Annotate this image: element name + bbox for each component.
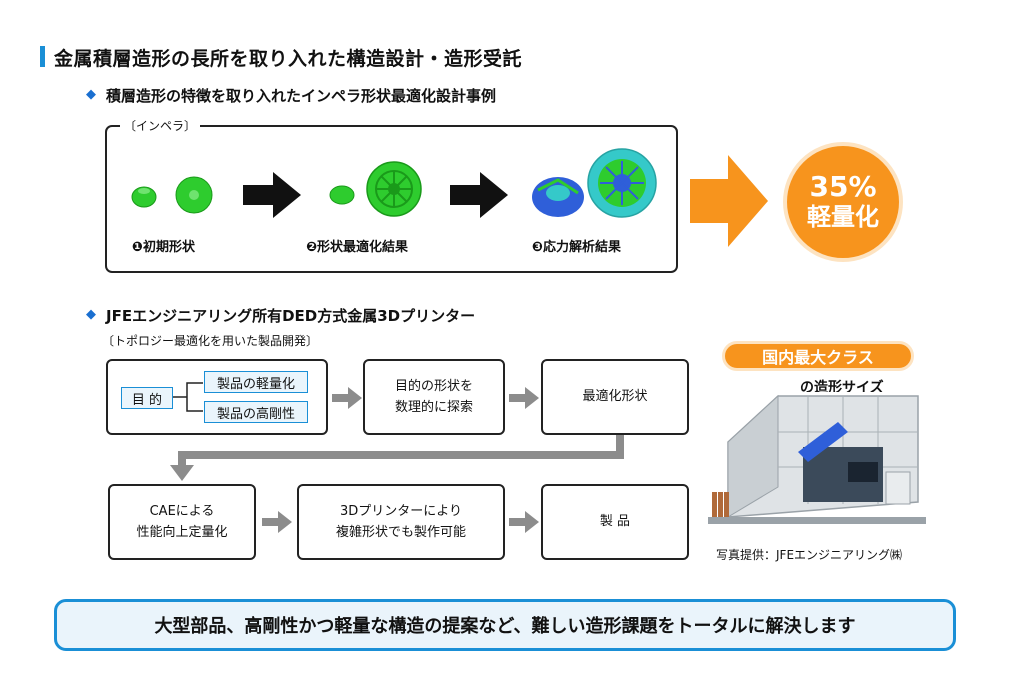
gray-arrow-icon xyxy=(262,511,292,533)
step-caption-optimized: ❷形状最適化結果 xyxy=(306,240,409,255)
shape-search-line2: 数理的に探索 xyxy=(394,400,473,415)
shape-search-line1: 目的の形状を xyxy=(394,378,473,394)
weight-reduction-percent: 35% xyxy=(809,170,877,204)
diamond-bullet-icon: ◆ xyxy=(86,307,96,322)
printer-line1: 3Dプリンターにより xyxy=(339,503,463,519)
arrow-right-icon xyxy=(450,172,508,218)
objective-label: 目 的 xyxy=(121,387,173,409)
largest-class-badge: 国内最大クラス xyxy=(722,341,914,371)
printer-box: 3Dプリンターにより 複雑形状でも製作可能 xyxy=(297,484,505,560)
impeller-panel-label: 〔インペラ〕 xyxy=(120,117,201,134)
photo-credit: 写真提供：JFEエンジニアリング㈱ xyxy=(716,548,903,562)
orange-arrow-icon xyxy=(690,155,768,247)
stress-analysis-impeller-image xyxy=(532,148,657,218)
weight-reduction-label: 軽量化 xyxy=(807,203,879,231)
title-accent-bar xyxy=(40,46,45,67)
return-arrow-connector xyxy=(170,435,624,481)
diamond-bullet-icon: ◆ xyxy=(86,87,96,102)
page-title: 金属積層造形の長所を取り入れた構造設計・造形受託 xyxy=(54,48,523,70)
optimized-shape-box: 最適化形状 xyxy=(541,359,689,435)
step-caption-initial: ❶初期形状 xyxy=(132,240,196,255)
product-label: 製 品 xyxy=(599,514,631,530)
cae-line2: 性能向上定量化 xyxy=(136,525,228,540)
gray-arrow-icon xyxy=(509,387,539,409)
objective-bracket xyxy=(173,382,203,412)
shape-search-box: 目的の形状を 数理的に探索 xyxy=(363,359,505,435)
section2-subheading: 〔トポロジー最適化を用いた製品開発〕 xyxy=(102,334,319,348)
cae-box: CAEによる 性能向上定量化 xyxy=(108,484,256,560)
product-box: 製 品 xyxy=(541,484,689,560)
gray-arrow-icon xyxy=(332,387,362,409)
arrow-right-icon xyxy=(243,172,301,218)
footer-message: 大型部品、高剛性かつ軽量な構造の提案など、難しい造形課題をトータルに解決します xyxy=(154,616,856,637)
objective-lightweight: 製品の軽量化 xyxy=(204,371,308,393)
optimized-impeller-image xyxy=(329,161,422,217)
section1-heading: 積層造形の特徴を取り入れたインペラ形状最適化設計事例 xyxy=(106,87,497,105)
section2-heading: JFEエンジニアリング所有DED方式金属3Dプリンター xyxy=(106,307,476,325)
ded-3d-printer-photo xyxy=(708,392,926,524)
gray-arrow-icon xyxy=(509,511,539,533)
initial-impeller-image xyxy=(131,176,213,214)
footer-banner: 大型部品、高剛性かつ軽量な構造の提案など、難しい造形課題をトータルに解決します xyxy=(54,599,956,651)
printer-line2: 複雑形状でも製作可能 xyxy=(335,525,466,540)
optimized-shape-label: 最適化形状 xyxy=(582,389,648,405)
objective-rigidity: 製品の高剛性 xyxy=(204,401,308,423)
weight-reduction-badge: 35% 軽量化 xyxy=(783,142,903,262)
step-caption-stress: ❸応力解析結果 xyxy=(532,240,622,255)
cae-line1: CAEによる xyxy=(149,503,215,519)
